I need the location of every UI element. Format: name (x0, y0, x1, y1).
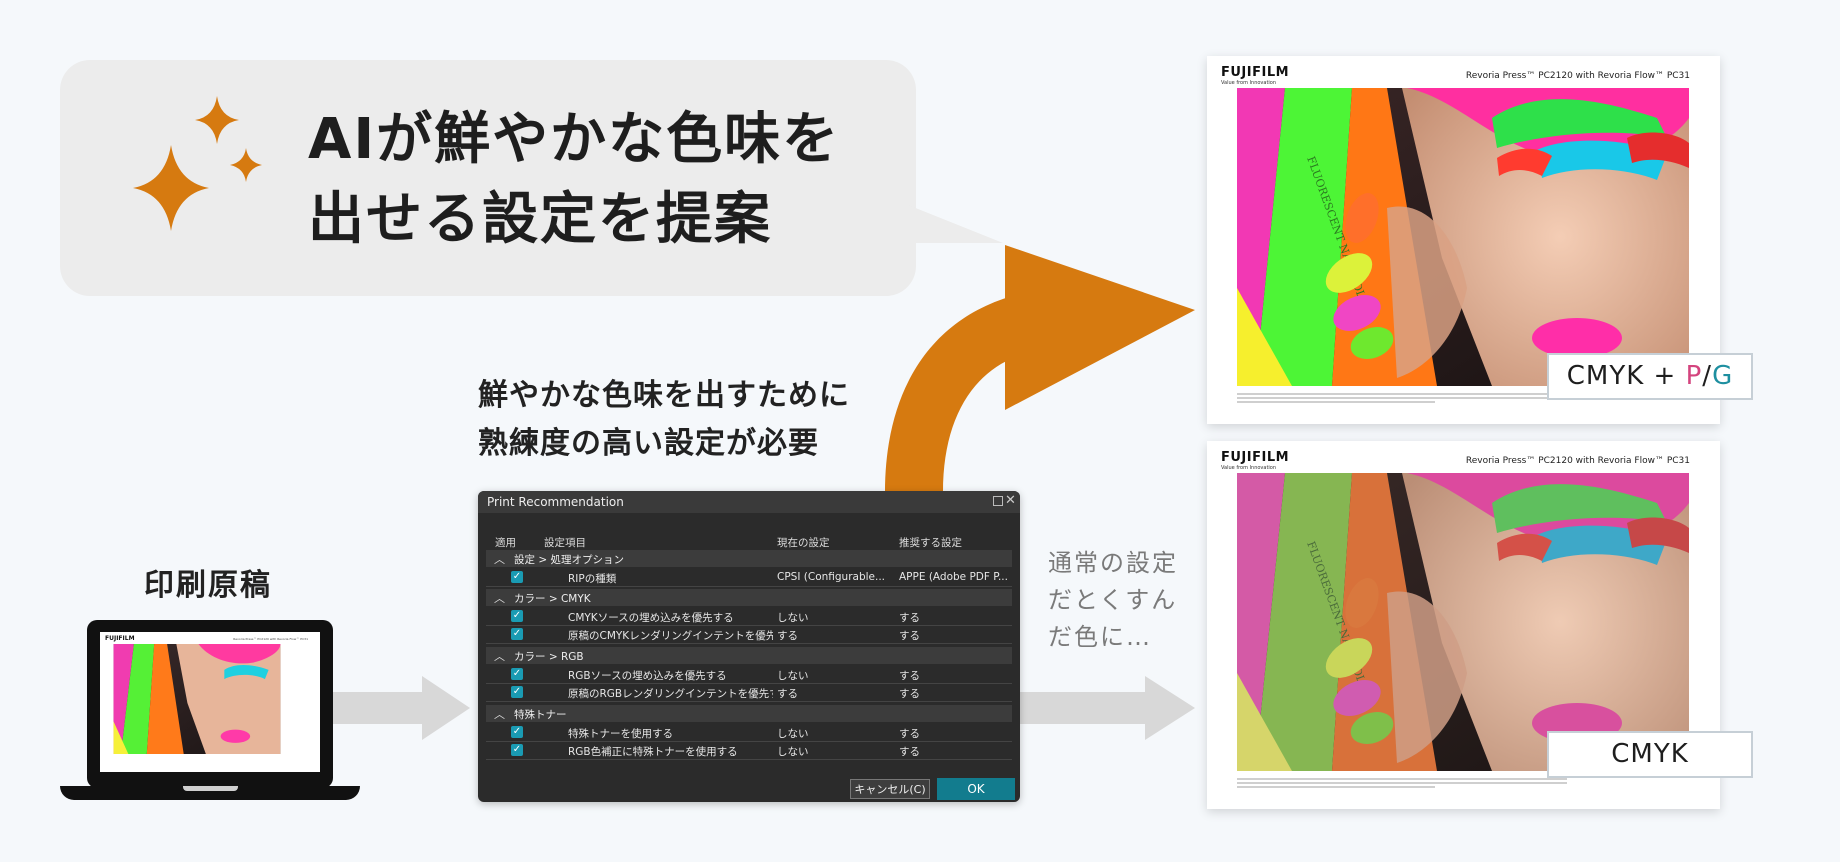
setting-name: 原稿のRGBレンダリングインテントを優先する (568, 688, 773, 700)
laptop-display: FUJIFILM Revoria Press™ PC2120 with Revo… (100, 632, 320, 772)
current-value: しない (777, 746, 809, 758)
checkbox-icon[interactable]: ✓ (511, 686, 523, 698)
group-row-processing-options[interactable]: ︿ 設定 > 処理オプション (486, 550, 1012, 567)
fujifilm-logo: FUJIFILM (1221, 65, 1290, 80)
current-value: しない (777, 728, 809, 740)
setting-name: CMYKソースの埋め込みを優先する (568, 612, 734, 624)
dialog-title: Print Recommendation (487, 495, 624, 509)
headline: AIが鮮やかな色味を 出せる設定を提案 (308, 100, 840, 260)
column-header-apply: 適用 (495, 537, 516, 549)
column-header-item: 設定項目 (544, 537, 586, 549)
table-row: ✓ 特殊トナーを使用する しない する (486, 724, 1012, 742)
fujifilm-logo: FUJIFILM (1221, 450, 1290, 465)
ok-button[interactable]: OK (937, 778, 1015, 800)
recommended-value: する (899, 612, 920, 624)
setting-name: RGB色補正に特殊トナーを使用する (568, 746, 738, 758)
poster-model: Revoria Press™ PC2120 with Revoria Flow™… (1465, 71, 1690, 81)
laptop-brand: FUJIFILM (105, 635, 135, 642)
column-header-recommended: 推奨する設定 (899, 537, 962, 549)
checkbox-icon[interactable]: ✓ (511, 726, 523, 738)
current-value: しない (777, 670, 809, 682)
column-header-current: 現在の設定 (777, 537, 830, 549)
maximize-icon[interactable] (993, 496, 1003, 506)
normal-text-line-1: 通常の設定 (1048, 549, 1178, 577)
brand-tagline: Value from Innovation (1221, 465, 1277, 471)
current-value: する (777, 688, 798, 700)
close-icon[interactable]: ✕ (1005, 493, 1016, 508)
group-row-special-toner[interactable]: ︿ 特殊トナー (486, 705, 1012, 722)
speech-bubble-tail (908, 205, 1003, 243)
laptop-notch (183, 786, 238, 791)
recommended-value: する (899, 630, 920, 642)
poster-model: Revoria Press™ PC2120 with Revoria Flow™… (1465, 456, 1690, 466)
recommended-value: する (899, 688, 920, 700)
need-text-line-1: 鮮やかな色味を出すために (478, 378, 850, 413)
laptop-base (60, 786, 360, 800)
group-label: カラー > CMYK (514, 593, 591, 605)
recommended-value: する (899, 728, 920, 740)
right-arrow-icon (1020, 676, 1195, 740)
table-row: ✓ RGB色補正に特殊トナーを使用する しない する (486, 742, 1012, 760)
group-row-rgb[interactable]: ︿ カラー > RGB (486, 647, 1012, 664)
print-recommendation-dialog: Print Recommendation ✕ 適用 設定項目 現在の設定 推奨す… (478, 491, 1020, 802)
original-label: 印刷原稿 (144, 568, 272, 603)
setting-name: 特殊トナーを使用する (568, 728, 673, 740)
recommended-value: する (899, 670, 920, 682)
need-text-line-2: 熟練度の高い設定が必要 (478, 426, 819, 461)
setting-name: RIPの種類 (568, 573, 617, 585)
checkbox-icon[interactable]: ✓ (511, 744, 523, 756)
normal-text-line-2: だとくすん (1048, 586, 1178, 614)
checkbox-icon[interactable]: ✓ (511, 571, 523, 583)
current-value: しない (777, 612, 809, 624)
table-row: ✓ RIPの種類 CPSI (Configurable... APPE (Ado… (486, 569, 1012, 587)
chevron-up-icon: ︿ (494, 553, 505, 566)
poster-fine-print (1237, 391, 1567, 405)
table-row: ✓ CMYKソースの埋め込みを優先する しない する (486, 608, 1012, 626)
group-label: 設定 > 処理オプション (514, 554, 624, 566)
poster-art-dull: FLUORESCENT NAIL POLISH (1237, 473, 1689, 771)
poster-art-vivid: FLUORESCENT NAIL POLISH (1237, 88, 1689, 386)
group-label: カラー > RGB (514, 651, 584, 663)
chevron-up-icon: ︿ (494, 592, 505, 605)
recommended-value: する (899, 746, 920, 758)
normal-text-line-3: だ色に… (1048, 623, 1152, 651)
right-arrow-icon (330, 676, 470, 740)
label-cmyk-pg: CMYK + P/G (1547, 353, 1753, 400)
headline-line-1: AIが鮮やかな色味を (308, 107, 841, 172)
laptop-poster-art (113, 644, 281, 754)
checkbox-icon[interactable]: ✓ (511, 668, 523, 680)
laptop-model: Revoria Press™ PC2120 with Revoria Flow™… (233, 637, 308, 641)
headline-line-2: 出せる設定を提案 (308, 187, 772, 252)
cancel-button[interactable]: キャンセル(C) (850, 779, 930, 799)
current-value: CPSI (Configurable... (777, 571, 886, 583)
sparkle-icon (133, 96, 262, 231)
brand-tagline: Value from Innovation (1221, 80, 1277, 86)
checkbox-icon[interactable]: ✓ (511, 610, 523, 622)
need-text: 鮮やかな色味を出すために 熟練度の高い設定が必要 (478, 372, 850, 468)
recommended-value: APPE (Adobe PDF P... (899, 571, 1008, 583)
chevron-up-icon: ︿ (494, 708, 505, 721)
poster-fine-print (1237, 776, 1567, 790)
chevron-up-icon: ︿ (494, 650, 505, 663)
setting-name: RGBソースの埋め込みを優先する (568, 670, 727, 682)
label-cmyk: CMYK (1547, 731, 1753, 778)
table-row: ✓ RGBソースの埋め込みを優先する しない する (486, 666, 1012, 684)
normal-settings-text: 通常の設定 だとくすん だ色に… (1048, 545, 1178, 656)
speech-bubble (60, 60, 916, 296)
curved-arrow-icon (885, 245, 1195, 492)
dialog-titlebar: Print Recommendation ✕ (478, 491, 1020, 513)
group-label: 特殊トナー (514, 709, 567, 721)
table-row: ✓ 原稿のRGBレンダリングインテントを優先する する する (486, 684, 1012, 702)
checkbox-icon[interactable]: ✓ (511, 628, 523, 640)
current-value: する (777, 630, 798, 642)
group-row-cmyk[interactable]: ︿ カラー > CMYK (486, 589, 1012, 606)
